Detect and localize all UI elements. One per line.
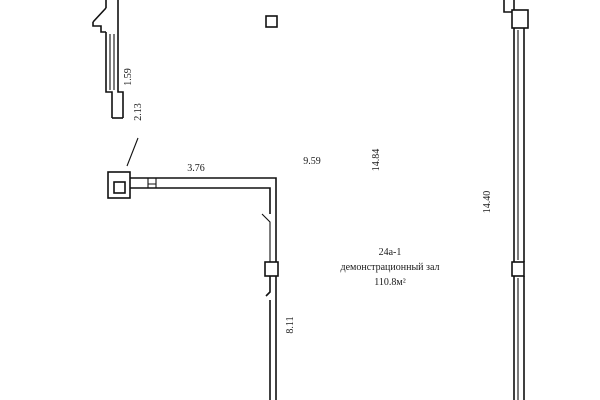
- dimension-14-40: 14.40: [482, 191, 493, 214]
- dimension-1-59: 1.59: [123, 68, 134, 86]
- central-wall: [264, 261, 279, 400]
- room-number: 24а-1: [379, 247, 402, 258]
- upper-left-window: [109, 34, 115, 90]
- room-area: 110.8м²: [374, 277, 405, 288]
- door-swing: [261, 213, 271, 262]
- dimension-2-13: 2.13: [133, 103, 144, 121]
- left-column-inner: [113, 181, 126, 194]
- room-name: демонстрационный зал: [340, 262, 439, 273]
- top-square-marker: [265, 15, 278, 28]
- dimension-8-11: 8.11: [285, 316, 296, 333]
- right-top-column: [511, 9, 529, 29]
- right-wall: [503, 0, 529, 400]
- upper-left-door-arc: [92, 7, 107, 23]
- dimension-3-76: 3.76: [187, 163, 205, 174]
- middle-wall: [107, 171, 277, 262]
- dimension-14-84: 14.84: [371, 149, 382, 172]
- wall-opening-marker: [147, 178, 157, 188]
- leader-line: [126, 137, 139, 167]
- dimension-9-59: 9.59: [303, 156, 321, 167]
- central-column: [264, 261, 279, 277]
- right-column: [511, 261, 525, 277]
- upper-left-wall: [92, 0, 124, 119]
